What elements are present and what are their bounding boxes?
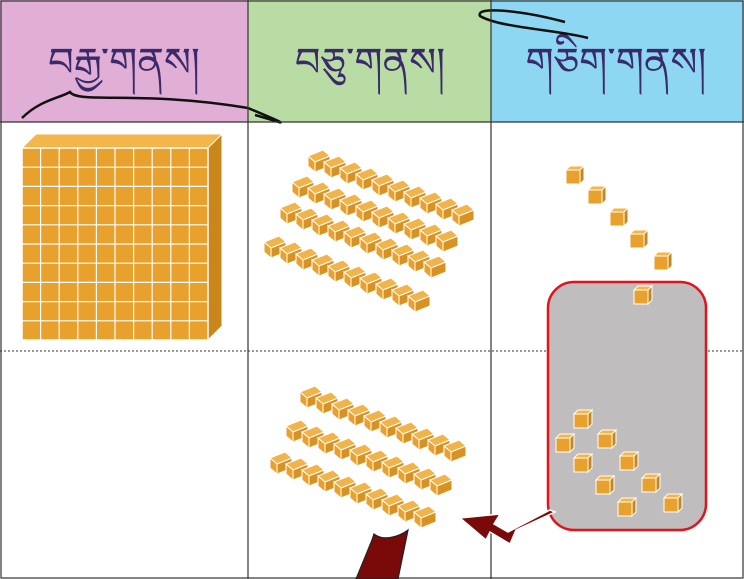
unit-cube: [556, 434, 574, 452]
unit-cube: [642, 474, 660, 492]
unit-cube: [596, 476, 614, 494]
unit-cube: [620, 452, 638, 470]
header-ones-label: གཅིག་གནས།: [526, 33, 707, 95]
unit-cube: [588, 186, 606, 204]
unit-cube: [574, 454, 592, 472]
ten-ones-tray: [548, 282, 706, 530]
unit-cube: [630, 230, 648, 248]
unit-cube: [566, 166, 584, 184]
unit-cube: [664, 494, 682, 512]
unit-cube: [598, 430, 616, 448]
regroup-arrow: [460, 510, 555, 544]
unit-cube: [574, 410, 592, 428]
unit-cube: [610, 208, 628, 226]
unit-cube: [634, 286, 652, 304]
unit-cube: [654, 252, 672, 270]
cross-out-slash: [356, 530, 408, 579]
hundreds-block: [22, 134, 222, 340]
unit-cube: [618, 498, 636, 516]
